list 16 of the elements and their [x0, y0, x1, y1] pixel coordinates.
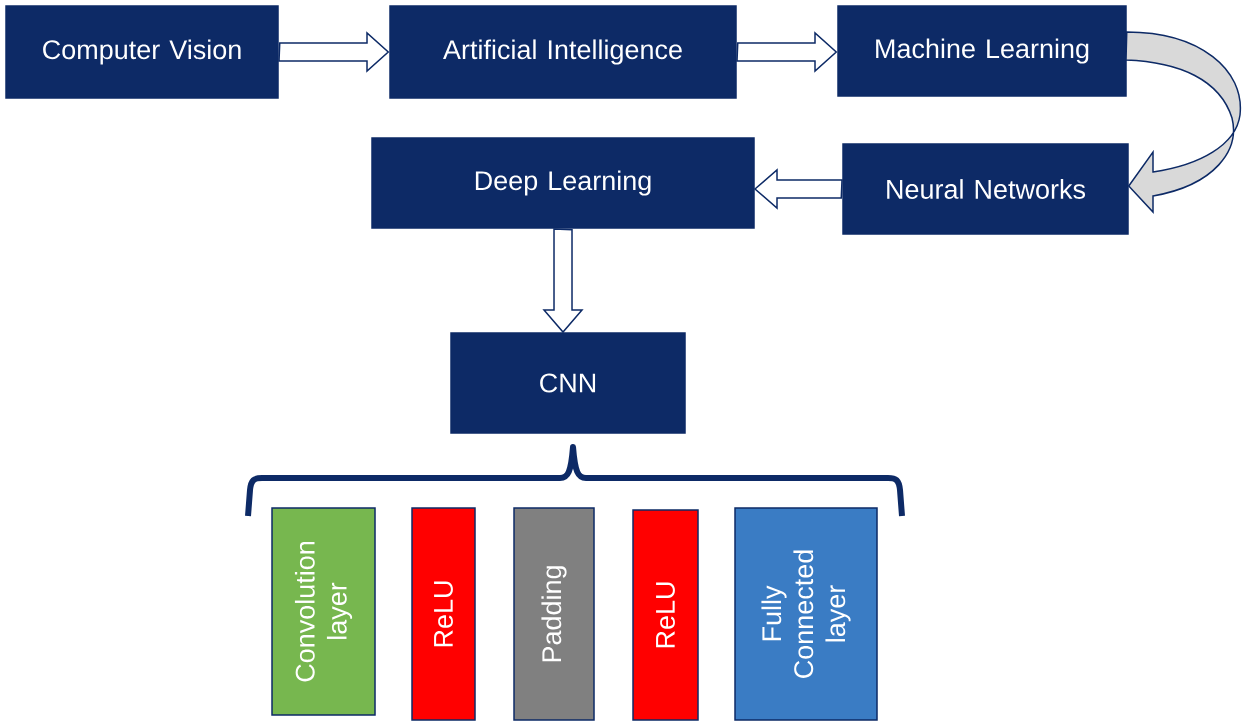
process-box: CNN [450, 332, 686, 434]
block-arrow [736, 31, 838, 73]
block-arrow [278, 31, 390, 73]
layer-box: ReLU [632, 509, 699, 721]
block-arrow [753, 168, 843, 210]
block-arrow [542, 228, 584, 334]
layer-box: Padding [513, 507, 595, 721]
layer-box: Convolution layer [271, 507, 376, 716]
process-box: Deep Learning [371, 137, 755, 229]
process-box: Computer Vision [5, 5, 279, 99]
layer-box: Fully Connected layer [734, 507, 878, 721]
curved-arrow [1125, 31, 1241, 213]
process-box: Machine Learning [837, 5, 1127, 97]
layer-box: ReLU [411, 507, 476, 721]
process-box: Artificial Intelligence [389, 5, 737, 99]
process-box: Neural Networks [842, 143, 1129, 235]
